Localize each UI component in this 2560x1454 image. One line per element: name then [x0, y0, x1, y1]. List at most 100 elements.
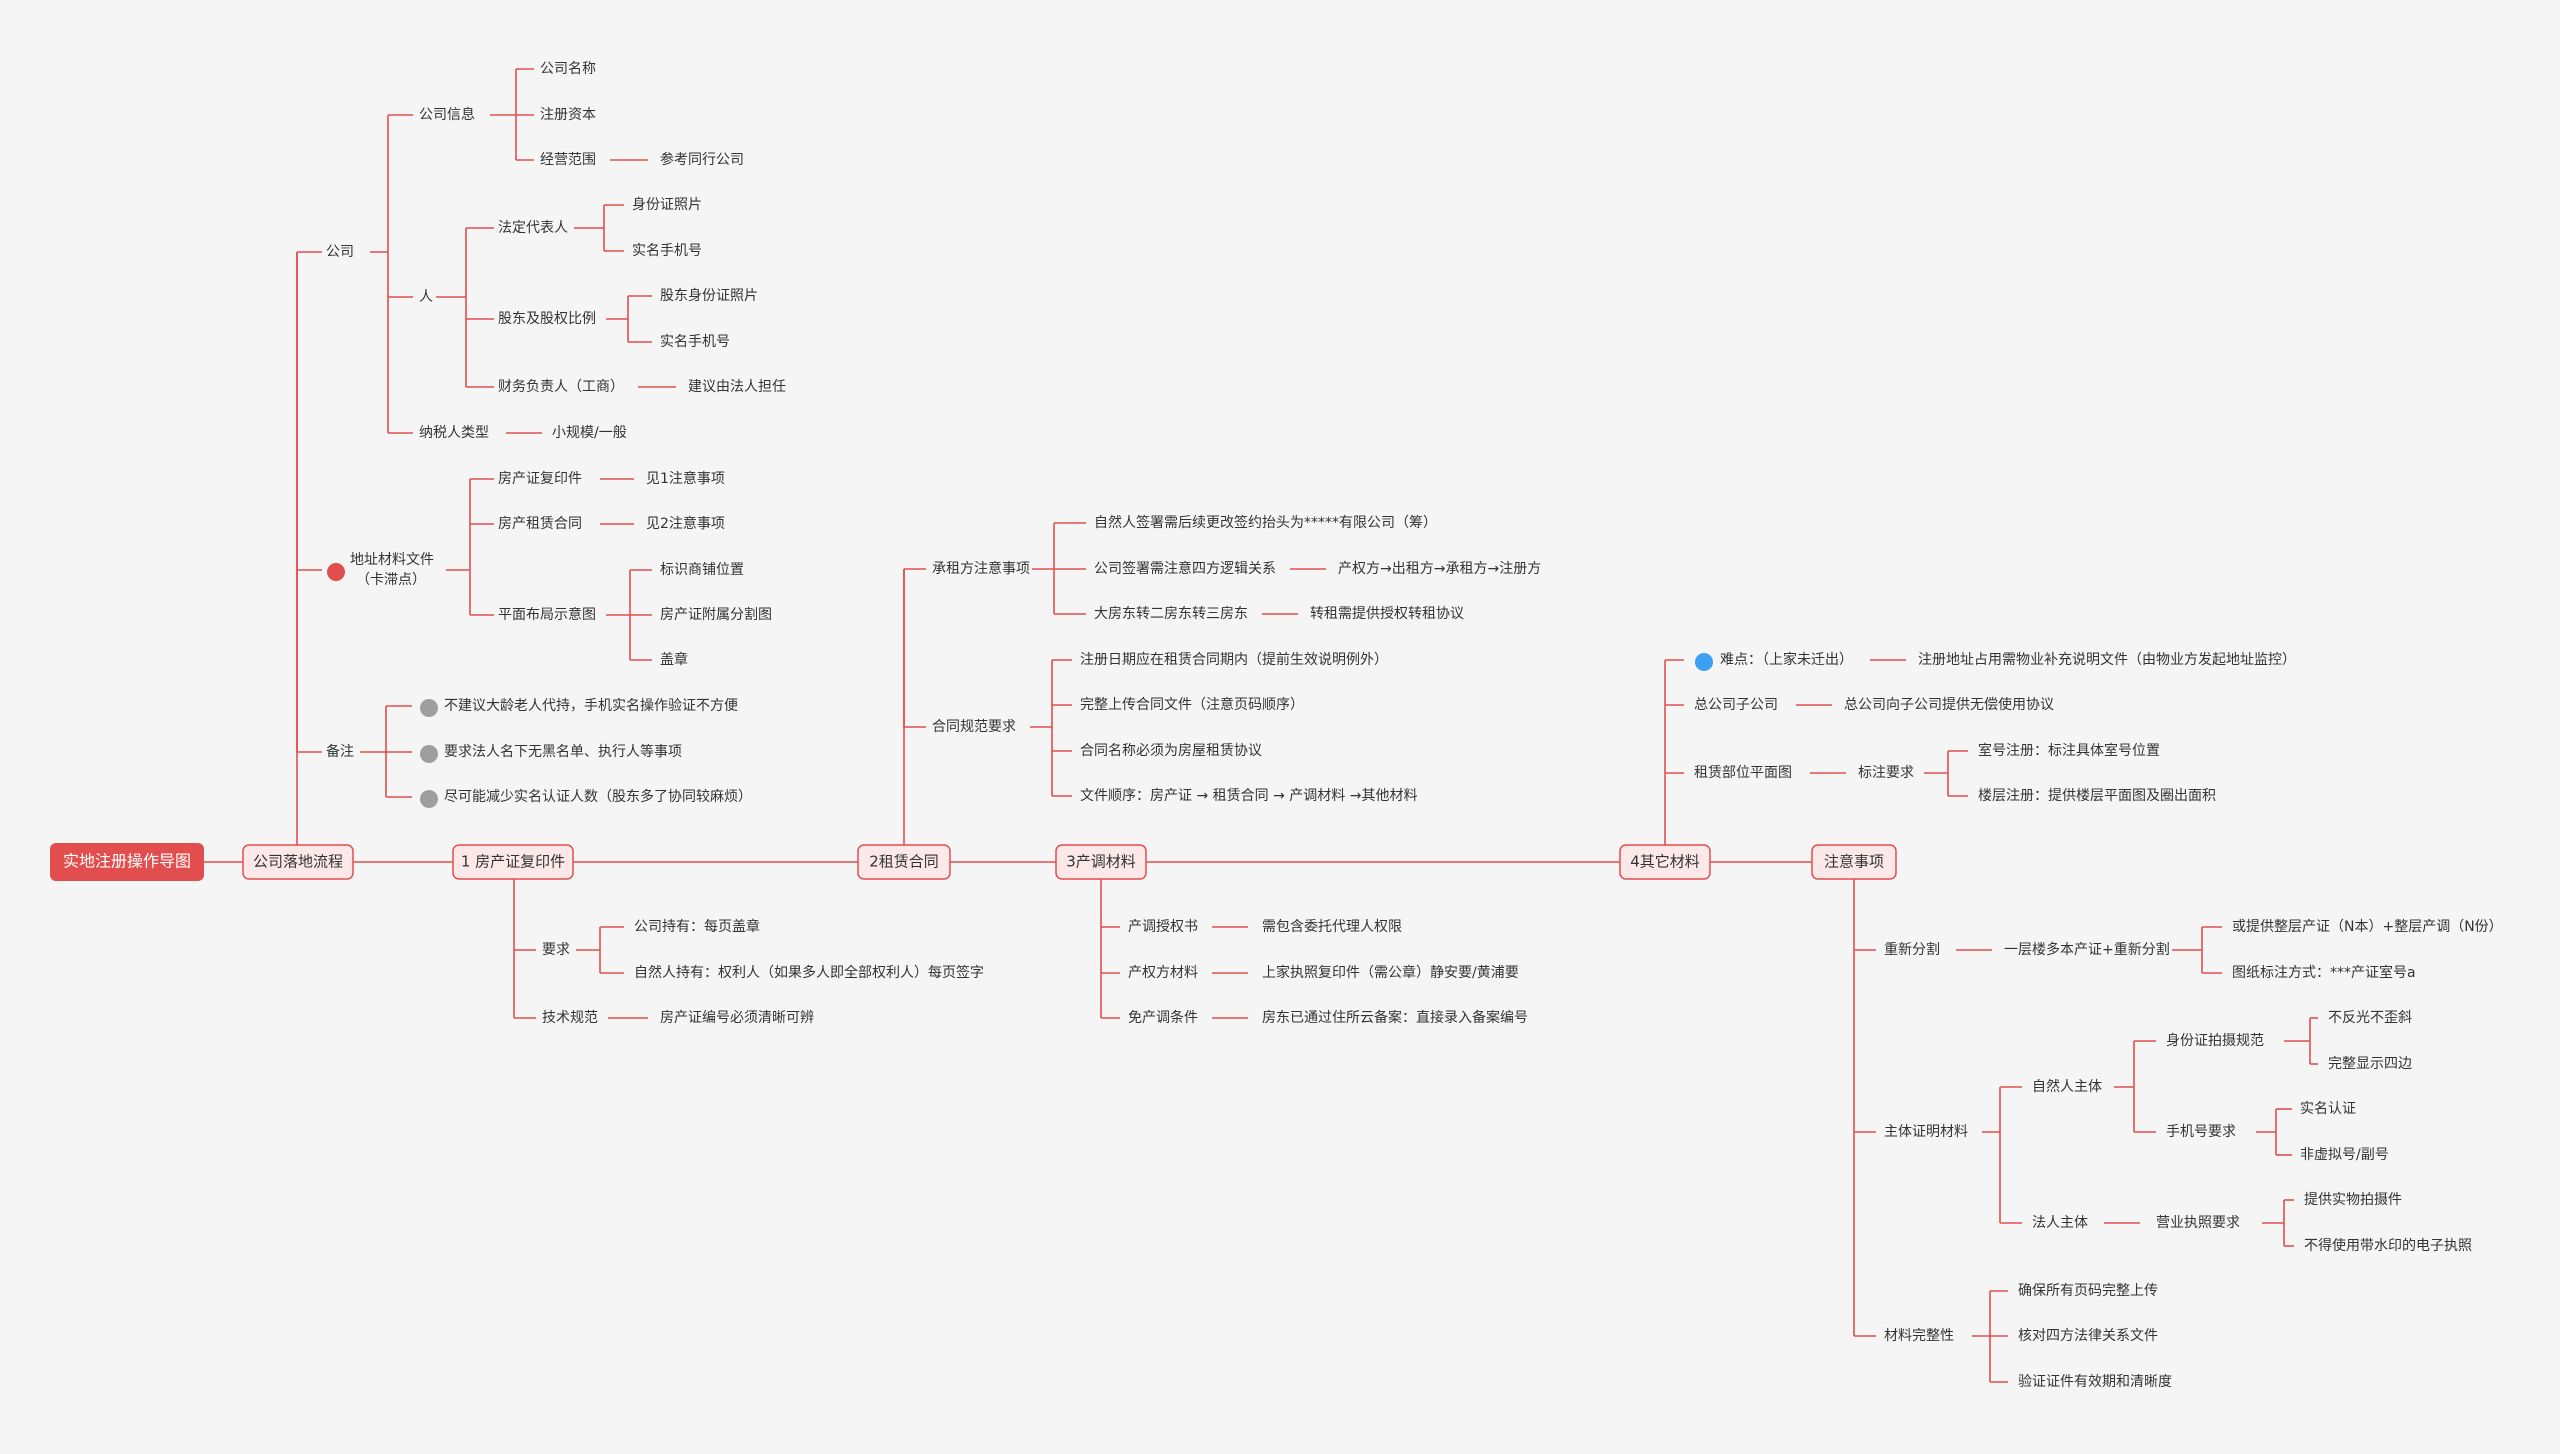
node-license-rule[interactable]: 营业执照要求: [2156, 1215, 2240, 1231]
node-address-sub[interactable]: （卡滞点）: [356, 572, 426, 588]
node-spec-3[interactable]: 合同名称必须为房屋租赁协议: [1080, 743, 1262, 759]
node-natural[interactable]: 自然人主体: [2032, 1078, 2102, 1095]
node-lic-r2[interactable]: 不得使用带水印的电子执照: [2304, 1237, 2472, 1254]
main-flow-label[interactable]: 公司落地流程: [253, 853, 343, 871]
node-resplit[interactable]: 重新分割: [1884, 941, 1940, 958]
main-notes-box: [1811, 844, 1897, 880]
node-resplit-1[interactable]: 或提供整层产证（N本）+整层产调（N份）: [2232, 919, 2503, 935]
node-company[interactable]: 公司: [326, 244, 354, 260]
node-company-info[interactable]: 公司信息: [419, 106, 475, 123]
marker-gray-dot: [420, 790, 438, 808]
node-lic-r1[interactable]: 提供实物拍摄件: [2304, 1192, 2402, 1208]
node-ph-r1[interactable]: 实名认证: [2300, 1101, 2356, 1117]
main-lease-box: [857, 844, 951, 880]
node-survey-owner-val[interactable]: 上家执照复印件（需公章）静安要/黄浦要: [1262, 964, 1519, 981]
node-survey-auth[interactable]: 产调授权书: [1128, 919, 1198, 935]
node-lessee-2[interactable]: 公司签署需注意四方逻辑关系: [1094, 560, 1276, 577]
node-room-reg[interactable]: 室号注册：标注具体室号位置: [1978, 742, 2160, 759]
main-deed-box: [452, 844, 574, 880]
root-node-box: [50, 843, 204, 881]
node-sh-id-photo[interactable]: 股东身份证照片: [660, 288, 758, 304]
node-resplit-2[interactable]: 图纸标注方式：***产证室号a: [2232, 964, 2416, 981]
node-stamp[interactable]: 盖章: [660, 651, 688, 668]
node-phone-rule[interactable]: 手机号要求: [2166, 1124, 2236, 1140]
node-finance-note[interactable]: 建议由法人担任: [688, 379, 786, 395]
node-integrity[interactable]: 材料完整性: [1884, 1328, 1954, 1344]
node-legal[interactable]: 法人主体: [2032, 1215, 2088, 1231]
node-survey-auth-val[interactable]: 需包含委托代理人权限: [1262, 919, 1402, 935]
node-int3[interactable]: 验证证件有效期和清晰度: [2018, 1374, 2172, 1390]
node-lessee-2a[interactable]: 产权方→出租方→承租方→注册方: [1338, 561, 1541, 577]
node-taxpayer[interactable]: 纳税人类型: [419, 425, 489, 441]
node-int2[interactable]: 核对四方法律关系文件: [2018, 1328, 2158, 1344]
node-id-r2[interactable]: 完整显示四边: [2328, 1056, 2412, 1072]
node-shareholders[interactable]: 股东及股权比例: [498, 311, 596, 327]
node-person[interactable]: 人: [419, 289, 433, 305]
node-subject[interactable]: 主体证明材料: [1884, 1124, 1968, 1140]
marker-gray-dot: [420, 745, 438, 763]
node-biz-scope[interactable]: 经营范围: [540, 151, 596, 168]
node-lessee-3[interactable]: 大房东转二房东转三房东: [1094, 606, 1248, 622]
node-tech-val[interactable]: 房产证编号必须清晰可辨: [660, 1010, 814, 1026]
node-lease-see[interactable]: 见2注意事项: [646, 515, 725, 532]
node-deed-req[interactable]: 要求: [542, 942, 570, 958]
node-int1[interactable]: 确保所有页码完整上传: [2018, 1283, 2158, 1299]
node-reg-capital[interactable]: 注册资本: [540, 107, 596, 123]
node-spec-4[interactable]: 文件顺序：房产证 → 租赁合同 → 产调材料 →其他材料: [1080, 788, 1417, 804]
node-lessee-1[interactable]: 自然人签署需后续更改签约抬头为*****有限公司（筹）: [1094, 514, 1437, 531]
node-mark-shop[interactable]: 标识商铺位置: [660, 562, 744, 578]
node-taxpayer-val[interactable]: 小规模/一般: [552, 425, 627, 441]
node-floor-reg[interactable]: 楼层注册：提供楼层平面图及圈出面积: [1978, 788, 2216, 804]
main-deed-label[interactable]: 1 房产证复印件: [461, 853, 565, 871]
markers-layer: [327, 563, 1713, 808]
main-other-label[interactable]: 4其它材料: [1630, 853, 1700, 871]
node-lease-plan[interactable]: 租赁部位平面图: [1694, 765, 1792, 781]
node-resplit-val[interactable]: 一层楼多本产证+重新分割: [2004, 941, 2170, 958]
node-remark3[interactable]: 尽可能减少实名认证人数（股东多了协同较麻烦）: [444, 788, 752, 805]
node-company-name[interactable]: 公司名称: [540, 61, 596, 77]
marker-blue-dot: [1695, 653, 1713, 671]
node-lessee-3a[interactable]: 转租需提供授权转租协议: [1310, 606, 1464, 622]
root-node-label[interactable]: 实地注册操作导图: [63, 852, 191, 871]
node-legal-rep[interactable]: 法定代表人: [498, 220, 568, 236]
node-remarks[interactable]: 备注: [326, 743, 354, 760]
node-survey-exempt[interactable]: 免产调条件: [1128, 1009, 1198, 1026]
node-remark1[interactable]: 不建议大龄老人代持，手机实名操作验证不方便: [444, 698, 738, 714]
node-ph-r2[interactable]: 非虚拟号/副号: [2300, 1147, 2389, 1163]
node-survey-owner[interactable]: 产权方材料: [1128, 965, 1198, 981]
main-notes-label[interactable]: 注意事项: [1824, 853, 1884, 871]
node-id-rule[interactable]: 身份证拍摄规范: [2166, 1032, 2264, 1049]
node-spec-2[interactable]: 完整上传合同文件（注意页码顺序）: [1080, 696, 1304, 713]
node-remark2[interactable]: 要求法人名下无黑名单、执行人等事项: [444, 743, 682, 760]
node-parent[interactable]: 总公司子公司: [1694, 697, 1778, 713]
node-difficulty-val[interactable]: 注册地址占用需物业补充说明文件（由物业方发起地址监控）: [1918, 652, 2296, 668]
edges-layer: [204, 68, 2318, 1383]
node-parent-val[interactable]: 总公司向子公司提供无偿使用协议: [1844, 696, 2054, 713]
node-realname-phone[interactable]: 实名手机号: [632, 243, 702, 259]
node-spec-1[interactable]: 注册日期应在租赁合同期内（提前生效说明例外）: [1080, 651, 1388, 668]
node-deed-see[interactable]: 见1注意事项: [646, 470, 725, 487]
node-person-hold[interactable]: 自然人持有：权利人（如果多人即全部权利人）每页签字: [634, 964, 984, 981]
node-spec[interactable]: 合同规范要求: [932, 718, 1016, 735]
main-lease-label[interactable]: 2租赁合同: [869, 853, 939, 871]
node-ref-peer[interactable]: 参考同行公司: [660, 151, 744, 168]
node-sh-phone[interactable]: 实名手机号: [660, 334, 730, 350]
node-difficulty[interactable]: 难点：（上家未迁出）: [1720, 651, 1853, 668]
node-lessee[interactable]: 承租方注意事项: [932, 560, 1030, 577]
node-id-r1[interactable]: 不反光不歪斜: [2328, 1010, 2412, 1026]
node-address[interactable]: 地址材料文件: [350, 552, 434, 568]
node-lease-contract[interactable]: 房产租赁合同: [498, 516, 582, 532]
main-flow-box: [242, 844, 354, 880]
node-survey-exempt-val[interactable]: 房东已通过住所云备案：直接录入备案编号: [1262, 1009, 1528, 1026]
node-mark-req[interactable]: 标注要求: [1858, 765, 1914, 781]
node-floorplan[interactable]: 平面布局示意图: [498, 606, 596, 623]
main-survey-label[interactable]: 3产调材料: [1066, 853, 1136, 871]
node-id-photo[interactable]: 身份证照片: [632, 197, 702, 213]
node-deed-copy[interactable]: 房产证复印件: [498, 470, 582, 487]
node-deed-split[interactable]: 房产证附属分割图: [660, 606, 772, 623]
node-finance[interactable]: 财务负责人（工商）: [498, 379, 624, 395]
node-deed-tech[interactable]: 技术规范: [542, 1009, 598, 1026]
main-survey-box: [1055, 844, 1147, 880]
node-company-hold[interactable]: 公司持有：每页盖章: [634, 918, 760, 935]
